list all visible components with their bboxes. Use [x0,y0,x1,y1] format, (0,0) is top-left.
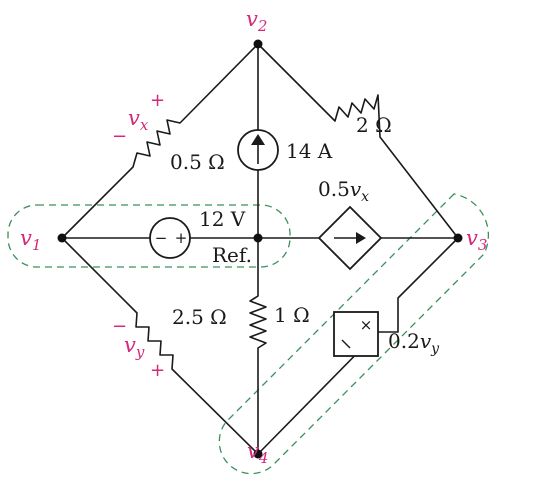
node-dot-ref [253,233,263,243]
dependent-current-source [317,205,383,271]
vy-minus: − [112,316,127,337]
node-dot-v3 [453,233,463,243]
wire-ref-v4 [249,237,267,455]
vs-minus-sign: − [155,229,168,247]
label-r14: 2.5 Ω [172,305,227,329]
vx-label: vx [128,106,149,134]
wire-v1-v2 [61,43,259,239]
label-r04: 1 Ω [274,303,310,327]
node-dot-v2 [253,39,263,49]
label-voltage-source: 12 V [199,207,246,231]
supernode-v3-v4 [218,193,490,475]
node-dot-v1 [57,233,67,243]
label-vcvs: 0.2vy [388,329,440,357]
label-current-source: 14 A [286,139,333,163]
vy-label: vy [124,333,145,361]
vx-minus: − [112,126,127,147]
label-r23: 2 Ω [356,113,392,137]
label-vccs: 0.5vx [318,177,369,205]
node-label-v2: v2 [246,7,267,35]
supernode-v1-ref [7,204,291,268]
wire-v3-v4 [257,237,459,455]
vs-plus-sign: + [175,229,188,247]
label-r12: 0.5 Ω [170,150,225,174]
current-source-14a [237,129,279,171]
vy-plus: + [150,360,165,381]
node-dot-v4 [253,449,263,459]
node-label-v1: v1 [20,226,41,254]
vcvs-times-mark: × [360,316,373,334]
label-reference: Ref. [212,243,252,267]
node-label-v3: v3 [466,226,487,254]
wire-v1-v4 [61,237,259,455]
voltage-source-12v: − + [149,217,191,259]
vx-plus: + [150,90,165,111]
dependent-voltage-source: × [333,311,379,357]
wire-v2-v3 [257,43,459,239]
node-label-v4: v4 [247,439,268,467]
